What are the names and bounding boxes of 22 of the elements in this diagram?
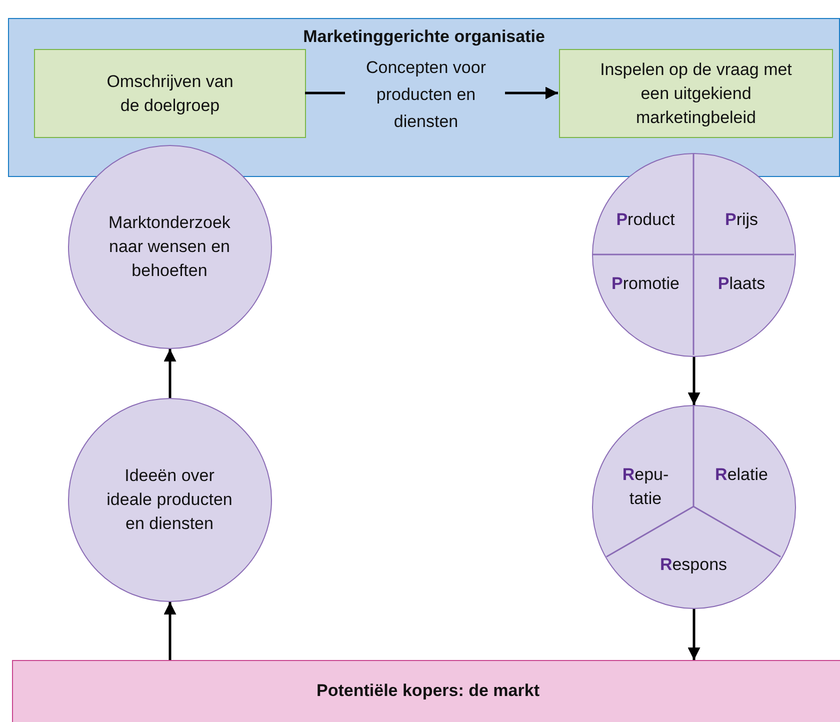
arrow: [164, 602, 176, 660]
panel-title: Potentiële kopers: de markt: [316, 681, 540, 701]
segment-label: Repu- tatie: [621, 464, 670, 510]
arrow: [688, 357, 700, 405]
segment-label: Promotie: [610, 272, 681, 294]
segment-label: Product: [615, 208, 676, 230]
connector-line: [305, 92, 345, 94]
arrow: [688, 609, 700, 660]
organisation-panel: [8, 18, 840, 177]
segment-label: Plaats: [716, 272, 766, 294]
market-panel: [12, 660, 840, 722]
arrow: [164, 349, 176, 398]
process-box: Inspelen op de vraag met een uitgekiend marketingbeleid: [559, 49, 833, 138]
panel-title: Marketinggerichte organisatie: [303, 27, 545, 47]
arrow: [505, 86, 558, 100]
text-label: Concepten voor producten en diensten: [346, 51, 506, 137]
process-box: Omschrijven van de doelgroep: [34, 49, 306, 138]
circle-label: Marktonderzoek naar wensen en behoeften: [108, 212, 232, 282]
segment-label: Relatie: [714, 464, 769, 486]
circle-label: Ideeën over ideale producten en diensten: [106, 464, 234, 534]
segment-label: Prijs: [724, 208, 760, 230]
segment-label: Respons: [658, 554, 728, 576]
